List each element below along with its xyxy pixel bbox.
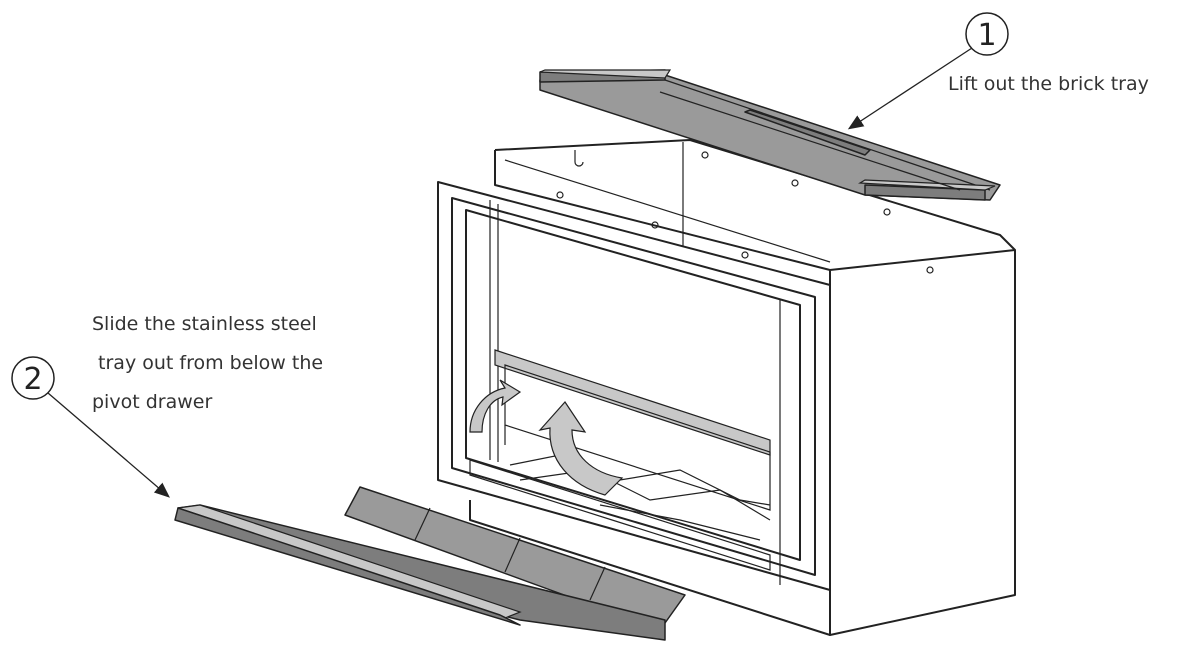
step-2-pointer-arrow	[47, 392, 170, 498]
step-1-number-circle	[965, 12, 1009, 56]
step-1-number: 1	[977, 18, 996, 53]
step-2-instruction-line-1: Slide the stainless steel	[92, 313, 317, 335]
small-curved-arrow-icon	[469, 379, 522, 433]
pivot-drawer	[469, 349, 771, 571]
stainless-steel-tray	[174, 486, 686, 641]
callout-step-1: 1 Lift out the brick tray	[847, 12, 1149, 130]
callout-step-2: 2 Slide the stainless steel tray out fro…	[11, 313, 323, 498]
front-frame	[437, 181, 831, 591]
large-curved-arrow-icon	[538, 401, 624, 496]
step-2-number-circle	[11, 356, 55, 400]
brick-tray	[539, 69, 1001, 201]
step-2-instruction-line-2: tray out from below the	[92, 352, 323, 374]
step-2-number: 2	[23, 362, 42, 397]
step-1-instruction: Lift out the brick tray	[948, 73, 1149, 95]
fireplace-body	[469, 139, 1016, 636]
tilt-arrows	[469, 379, 624, 496]
step-1-pointer-arrow	[847, 47, 973, 130]
step-2-instruction-line-3: pivot drawer	[92, 391, 212, 413]
